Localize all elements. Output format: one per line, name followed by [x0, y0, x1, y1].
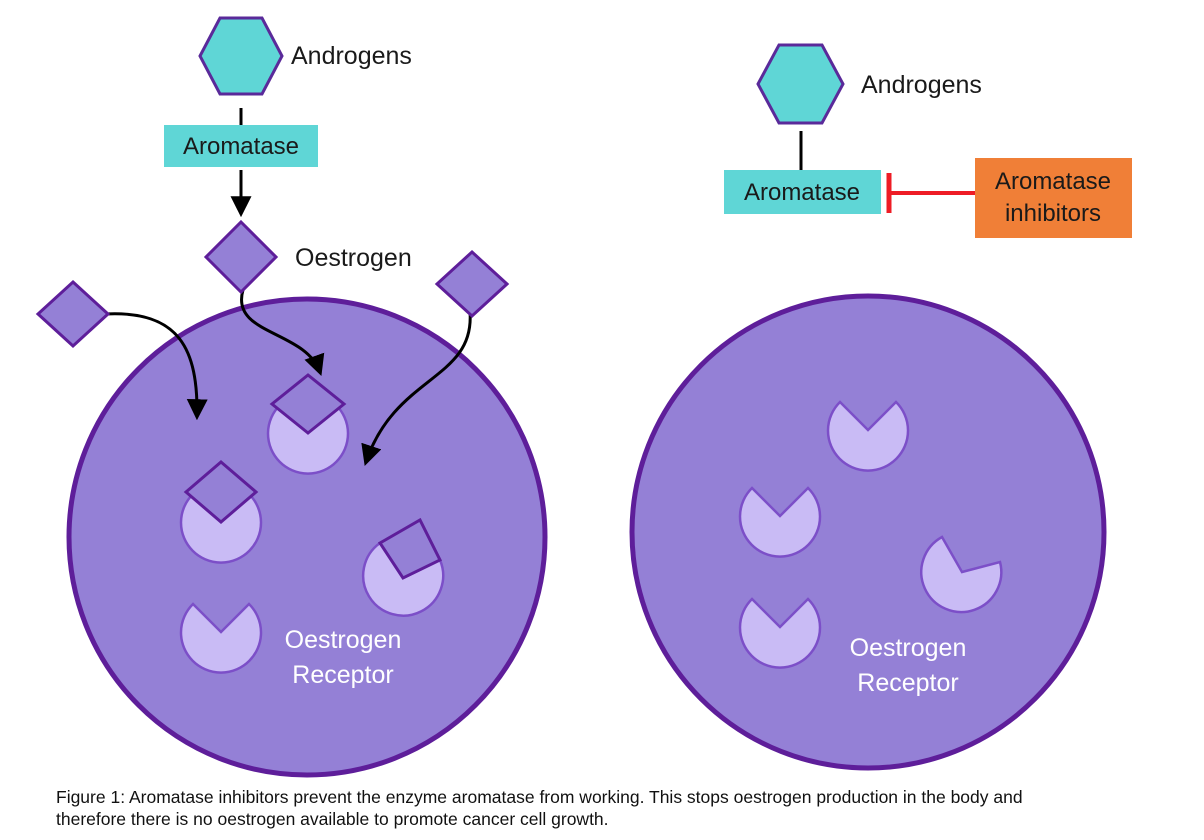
aromatase-box [724, 170, 881, 214]
oestrogen-diamond-icon [35, 279, 111, 349]
aromatase-box [164, 125, 318, 167]
caption-line-1: Figure 1: Aromatase inhibitors prevent t… [56, 787, 1023, 807]
aromatase-label: Aromatase [183, 133, 299, 160]
androgens-label: Androgens [291, 42, 412, 70]
oestrogen-entry-arrow [240, 289, 325, 376]
bound-oestrogen-diamond-icon [183, 460, 259, 524]
oestrogen-entry-arrow [104, 312, 208, 421]
receptor-label-line1: Oestrogen [850, 634, 967, 662]
cancer-cell [629, 293, 1107, 771]
androgens-hexagon-icon [198, 16, 284, 96]
androgens-label: Androgens [861, 71, 982, 99]
receptor-label-line2: Receptor [292, 661, 393, 689]
oestrogen-receptor-icon [920, 535, 1003, 614]
aromatase-label: Aromatase [744, 179, 860, 206]
inhibitor-label-line1: Aromatase [995, 168, 1111, 195]
oestrogen-diamond-icon [434, 249, 510, 319]
oestrogen-entry-arrow [361, 311, 472, 466]
caption-line-2: therefore there is no oestrogen availabl… [56, 809, 609, 829]
aromatase-inhibitors-box [975, 158, 1132, 238]
androgens-hexagon-icon [756, 43, 845, 125]
receptor-label-line1: Oestrogen [285, 626, 402, 654]
oestrogen-receptor-icon [179, 492, 263, 564]
inhibitor-label-line2: inhibitors [1005, 200, 1101, 227]
oestrogen-receptor-icon [179, 602, 263, 674]
oestrogen-label: Oestrogen [295, 244, 412, 272]
oestrogen-diamond-icon [203, 219, 279, 295]
cancer-cell [66, 296, 548, 778]
oestrogen-receptor-icon [826, 400, 910, 472]
figure-caption: Figure 1: Aromatase inhibitors prevent t… [56, 786, 1196, 830]
right-panel: Androgens Aromatase Aromatase inhibitors… [629, 43, 1132, 771]
left-panel: Androgens Aromatase Oestrogen Oestrogen … [35, 16, 548, 778]
bound-oestrogen-diamond-icon [269, 373, 347, 435]
receptor-label-line2: Receptor [857, 669, 958, 697]
oestrogen-receptor-icon [738, 597, 822, 669]
bound-oestrogen-diamond-icon [377, 517, 443, 580]
oestrogen-receptor-icon [738, 486, 822, 558]
oestrogen-receptor-icon [266, 403, 350, 475]
